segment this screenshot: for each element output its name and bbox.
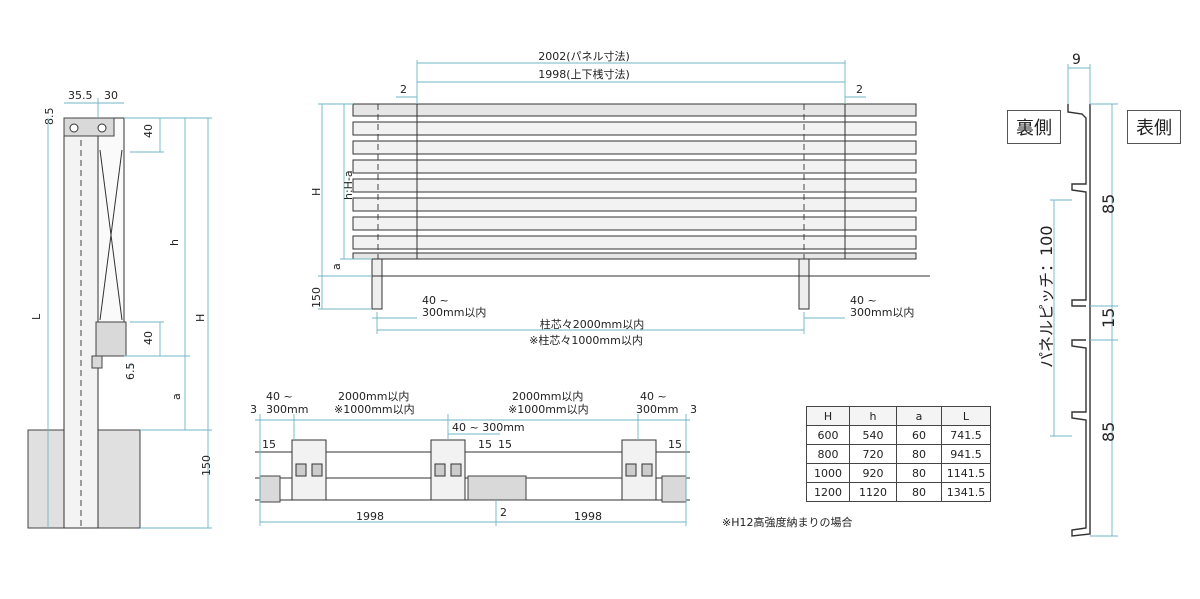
side-view: 35.5 30 8.5 40 40 6.5 h H a L 150	[27, 89, 213, 529]
table-header-L: L	[941, 406, 991, 426]
front-offset-right-2: 300mm以内	[850, 305, 914, 319]
front-post-right	[798, 258, 810, 310]
section-view: 9 85 15 85 パネルピッチ：100	[1037, 52, 1118, 537]
front-slats	[352, 103, 917, 260]
front-dim-150: 150	[310, 287, 323, 308]
front-offset-right-1: 40 ~	[850, 294, 877, 307]
front-panel-dim: 2002(パネル寸法)	[538, 49, 630, 63]
plan-len-left: 1998	[356, 510, 384, 523]
section-dim-9: 9	[1072, 52, 1081, 68]
table-cell: 80	[896, 482, 942, 502]
front-dim-2-right: 2	[856, 83, 863, 96]
table-cell: 1200	[806, 482, 850, 502]
table-cell: 741.5	[941, 425, 991, 445]
plan-left-offset-1: 40 ~	[266, 390, 293, 403]
table-cell: 600	[806, 425, 850, 445]
plan-dim-15-a: 15	[262, 438, 276, 451]
front-side-label: 表側	[1127, 110, 1181, 144]
table-row: 800 720 80 941.5	[806, 444, 991, 464]
table-header-h: h	[849, 406, 897, 426]
table-header-row: H h a L	[806, 406, 991, 426]
plan-middle-offset: 40 ~ 300mm	[452, 421, 525, 434]
dimension-table: H h a L 600 540 60 741.5 800 720 80 941.…	[806, 406, 991, 502]
side-dim-6-5: 6.5	[124, 363, 137, 381]
front-post-center-1: 柱芯々2000mm以内	[540, 317, 644, 331]
front-dim-2-left: 2	[400, 83, 407, 96]
table-cell: 920	[849, 463, 897, 483]
front-view: 2002(パネル寸法) 1998(上下桟寸法) 2 2 H h:H-a a 15…	[310, 49, 930, 347]
plan-view: 3 40 ~ 300mm 2000mm以内 ※1000mm以内 2000mm以内…	[250, 389, 697, 526]
section-pitch: パネルピッチ：100	[1037, 225, 1056, 368]
section-dim-85-top: 85	[1099, 194, 1118, 214]
plan-left-offset-2: 300mm	[266, 403, 308, 416]
note-text: ※H12高強度納まりの場合	[722, 516, 853, 529]
side-dim-40-bottom: 40	[142, 331, 155, 345]
section-dim-15: 15	[1099, 308, 1118, 328]
plan-right-offset-1: 40 ~	[640, 390, 667, 403]
plan-span2-1: 2000mm以内	[512, 389, 583, 403]
front-offset-left-1: 40 ~	[422, 294, 449, 307]
plan-left-3: 3	[250, 403, 257, 416]
table-cell: 540	[849, 425, 897, 445]
front-post-left	[371, 258, 383, 310]
plan-span2-2: ※1000mm以内	[508, 402, 589, 416]
table-cell: 1000	[806, 463, 850, 483]
front-rail-dim: 1998(上下桟寸法)	[538, 67, 630, 81]
table-cell: 60	[896, 425, 942, 445]
table-cell: 1141.5	[941, 463, 991, 483]
plan-gap-2: 2	[500, 506, 507, 519]
side-label-H: H	[194, 314, 207, 322]
table-row: 1000 920 80 1141.5	[806, 463, 991, 483]
table-cell: 80	[896, 463, 942, 483]
plan-len-right: 1998	[574, 510, 602, 523]
front-label-H: H	[310, 188, 323, 196]
side-dim-30: 30	[104, 89, 118, 102]
table-cell: 720	[849, 444, 897, 464]
plan-right-offset-2: 300mm	[636, 403, 678, 416]
front-label-a: a	[330, 263, 343, 270]
table-cell: 80	[896, 444, 942, 464]
side-dim-8-5: 8.5	[43, 108, 56, 126]
side-dim-40-top: 40	[142, 124, 155, 138]
back-side-label: 裏側	[1007, 110, 1061, 144]
plan-dim-15-b: 15	[478, 438, 492, 451]
section-profile	[1067, 104, 1091, 537]
plan-dim-15-c: 15	[498, 438, 512, 451]
front-post-center-2: ※柱芯々1000mm以内	[529, 333, 643, 347]
table-cell: 1120	[849, 482, 897, 502]
plan-right-3: 3	[690, 403, 697, 416]
side-label-h: h	[168, 239, 181, 246]
table-header-H: H	[806, 406, 850, 426]
plan-span1-1: 2000mm以内	[338, 389, 409, 403]
table-cell: 941.5	[941, 444, 991, 464]
table-row: 1200 1120 80 1341.5	[806, 482, 991, 502]
table-cell: 1341.5	[941, 482, 991, 502]
front-offset-left-2: 300mm以内	[422, 305, 486, 319]
side-dim-35-5: 35.5	[68, 89, 93, 102]
table-cell: 800	[806, 444, 850, 464]
plan-span1-2: ※1000mm以内	[334, 402, 415, 416]
side-dim-150: 150	[200, 455, 213, 476]
table-header-a: a	[896, 406, 942, 426]
side-label-L: L	[30, 313, 43, 320]
plan-dim-15-d: 15	[668, 438, 682, 451]
section-dim-85-bottom: 85	[1099, 422, 1118, 442]
table-row: 600 540 60 741.5	[806, 425, 991, 445]
front-label-h: h:H-a	[342, 170, 355, 200]
side-label-a: a	[170, 393, 183, 400]
